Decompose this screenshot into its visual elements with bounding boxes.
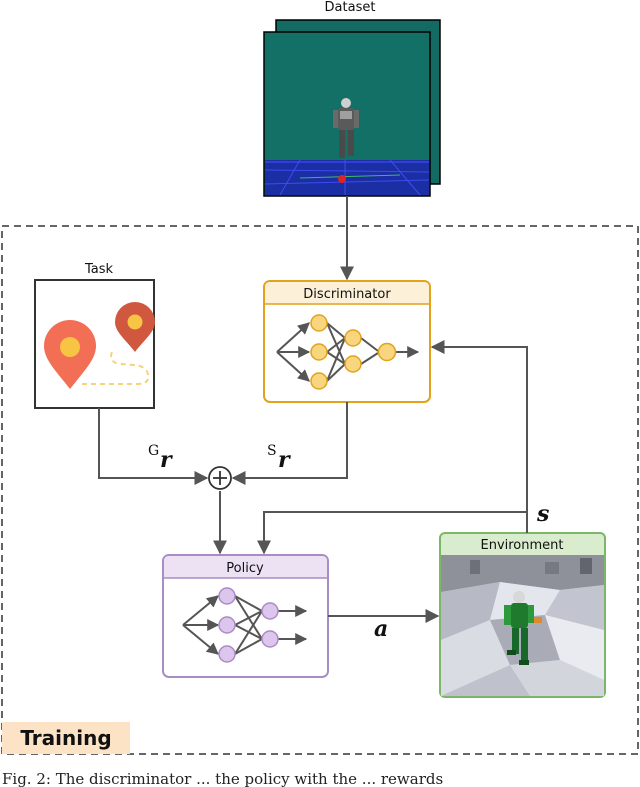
environment-humanoid-figure xyxy=(504,591,542,665)
dataset-ground-grid xyxy=(264,159,430,196)
task-to-sum-line xyxy=(98,408,209,485)
sum-node-icon xyxy=(208,466,232,490)
large-pin-icon xyxy=(44,320,96,389)
style-reward-label: S r xyxy=(267,443,291,473)
small-pin-icon xyxy=(115,302,155,352)
discriminator-to-sum-line xyxy=(231,402,348,485)
discriminator-label: Discriminator xyxy=(303,287,391,302)
environment-block: Environment xyxy=(439,532,606,698)
environment-label: Environment xyxy=(480,538,563,553)
discriminator-network-icon xyxy=(276,314,420,390)
environment-to-discriminator-line xyxy=(430,340,528,533)
dataset-block: Dataset xyxy=(263,0,441,197)
discriminator-block: Discriminator xyxy=(263,280,431,403)
action-label: a xyxy=(374,616,388,642)
style-reward-symbol: r xyxy=(278,447,291,473)
figure-caption: Fig. 2: The discriminator ... the policy… xyxy=(2,770,444,787)
training-boundary xyxy=(1,225,639,755)
discriminator-header xyxy=(265,282,429,304)
dataset-humanoid-figure xyxy=(333,98,359,158)
task-block: Task xyxy=(34,262,155,409)
state-label: s xyxy=(536,501,549,527)
state-to-policy-line xyxy=(257,511,527,555)
dataset-label: Dataset xyxy=(325,0,376,15)
policy-label: Policy xyxy=(226,561,264,576)
task-label: Task xyxy=(84,262,114,277)
training-label: Training xyxy=(2,722,130,754)
dashed-path xyxy=(82,351,150,385)
policy-block: Policy xyxy=(162,554,329,678)
policy-network-icon xyxy=(182,587,308,663)
task-reward-symbol: r xyxy=(160,447,173,473)
policy-header xyxy=(164,556,327,578)
task-reward-superscript: G xyxy=(148,443,159,459)
dataset-target-ball xyxy=(338,175,346,183)
style-reward-superscript: S xyxy=(267,443,277,459)
task-reward-label: G r xyxy=(148,443,173,473)
